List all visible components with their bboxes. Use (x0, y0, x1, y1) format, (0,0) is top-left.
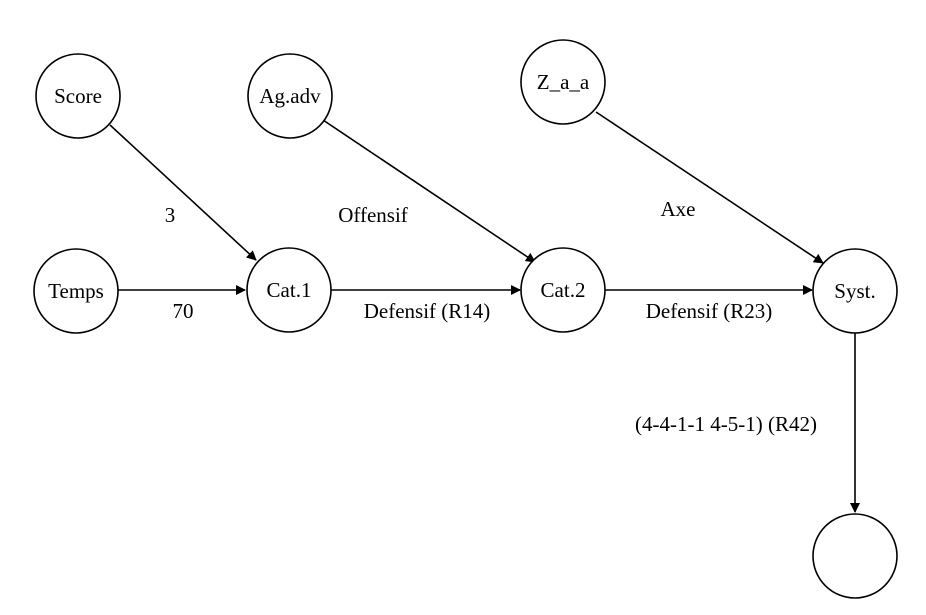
node-output[interactable] (812, 513, 898, 599)
node-temps-circle (33, 248, 119, 334)
node-ag-adv-circle (247, 53, 333, 139)
node-syst-circle (812, 248, 898, 334)
node-cat2-label: Cat.2 (541, 278, 586, 302)
edge-labels: 3 Offensif Axe 70 Defensif (R14) Defensi… (165, 197, 817, 436)
edge-label-z-a-a-syst: Axe (661, 197, 696, 221)
node-ag-adv-label: Ag.adv (259, 84, 321, 108)
node-cat1-circle (246, 247, 332, 333)
node-cat1-label: Cat.1 (267, 278, 312, 302)
node-z-a-a[interactable]: Z_a_a (520, 39, 606, 125)
node-temps-label: Temps (48, 279, 104, 303)
edge-label-temps-cat1: 70 (173, 299, 194, 323)
edge-z-a-a-syst (595, 111, 824, 264)
node-cat2[interactable]: Cat.2 (520, 247, 606, 333)
node-z-a-a-label: Z_a_a (537, 70, 590, 94)
node-output-circle (812, 513, 898, 599)
node-cat2-circle (520, 247, 606, 333)
node-temps[interactable]: Temps (33, 248, 119, 334)
edge-label-cat1-cat2: Defensif (R14) (364, 299, 491, 323)
edge-label-ag-adv-cat2: Offensif (338, 203, 408, 227)
node-z-a-a-circle (520, 39, 606, 125)
node-score-label: Score (54, 84, 102, 108)
node-cat1[interactable]: Cat.1 (246, 247, 332, 333)
edge-score-cat1 (109, 124, 257, 261)
node-score[interactable]: Score (35, 53, 121, 139)
edge-label-syst-output: (4-4-1-1 4-5-1) (R42) (635, 412, 817, 436)
edge-ag-adv-cat2 (319, 117, 536, 263)
edge-label-score-cat1: 3 (165, 203, 176, 227)
node-syst-label: Syst. (834, 279, 875, 303)
edge-label-cat2-syst: Defensif (R23) (646, 299, 773, 323)
edges (109, 111, 860, 513)
node-score-circle (35, 53, 121, 139)
node-syst[interactable]: Syst. (812, 248, 898, 334)
node-ag-adv[interactable]: Ag.adv (247, 53, 333, 139)
